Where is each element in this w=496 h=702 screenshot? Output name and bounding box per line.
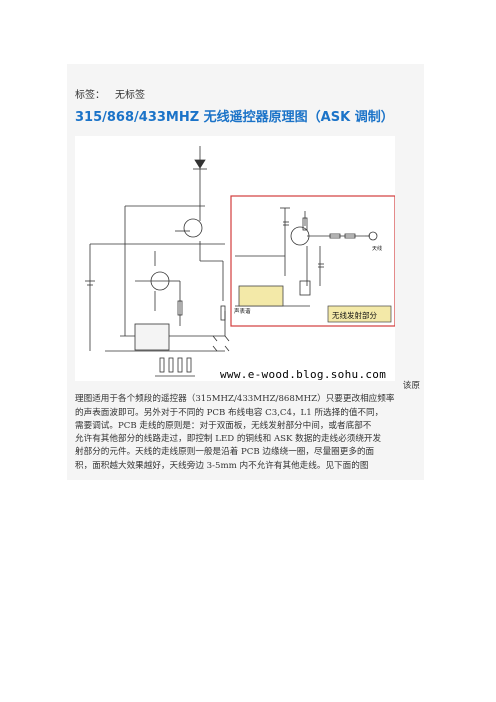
saw-chip xyxy=(238,285,284,307)
saw-chip-label: 声表谐 xyxy=(234,309,251,315)
page-title: 315/868/433MHZ 无线遥控器原理图（ASK 调制） xyxy=(75,110,394,125)
paragraph-line: 需要调试。PCB 走线的原则是：对于双面板，无线发射部分中间，或者底部不 xyxy=(75,420,372,431)
paragraph-line: 该原 xyxy=(402,381,420,391)
watermark-url: www.e-wood.blog.sohu.com xyxy=(220,368,387,381)
tags-line: 标签： 无标签 xyxy=(75,86,145,101)
tags-label: 标签： xyxy=(75,90,105,101)
tx-section-frame xyxy=(230,195,395,327)
tags-value: 无标签 xyxy=(115,90,145,101)
paragraph-line: 理图适用于各个频段的遥控器（315MHZ/433MHZ/868MHZ）只要更改相… xyxy=(75,394,395,405)
paragraph-line: 射部分的元件。天线的走线原则一般是沿着 PCB 边缘绕一圈，尽量圈更多的面 xyxy=(75,447,375,458)
paragraph-line: 允许有其他部分的线路走过，即控制 LED 的铜线和 ASK 数据的走线必须绕开发 xyxy=(75,434,382,445)
body-paragraph: 该原 理图适用于各个频段的遥控器（315MHZ/433MHZ/868MHZ）只要… xyxy=(75,380,420,473)
tx-section-label: 无线发射部分 xyxy=(332,311,377,320)
paragraph-line: 的声表面波即可。另外对于不同的 PCB 布线电容 C3,C4，L1 所选择的值不… xyxy=(75,407,384,418)
paragraph-line: 积，面积越大效果越好，天线旁边 3-5mm 内不允许有其他走线。见下面的图 xyxy=(75,460,369,471)
schematic-image xyxy=(75,136,395,381)
antenna-label: 天线 xyxy=(372,246,383,252)
